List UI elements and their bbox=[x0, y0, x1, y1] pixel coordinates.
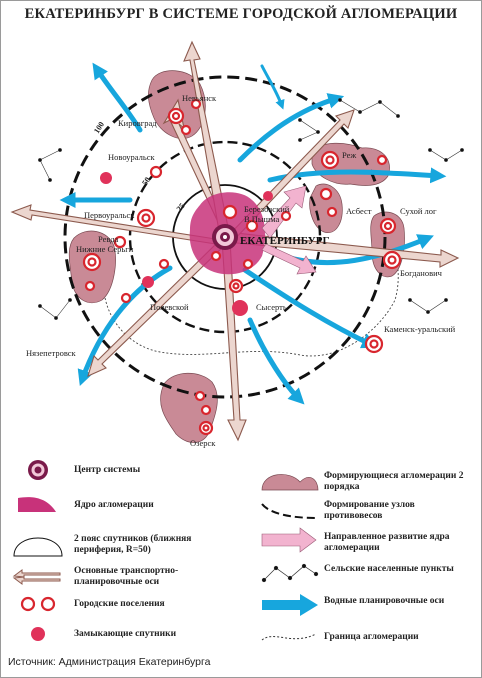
label-ekaterinburg: ЕКАТЕРИНБУРГ bbox=[240, 235, 329, 247]
label-kirovgrad: Кировград bbox=[118, 118, 157, 128]
label-polevskoy: Полевской bbox=[150, 302, 189, 312]
closing-satellites bbox=[100, 172, 273, 316]
legend-symbol-towns bbox=[20, 596, 56, 612]
label-nizhnie-sergi: Нижние Серьги bbox=[76, 244, 134, 254]
legend-text-belt: 2 пояс спутников (ближняя периферия, R=5… bbox=[74, 534, 192, 555]
legend-text-water: Водные планировочные оси bbox=[324, 596, 445, 606]
legend-symbol-closing bbox=[31, 627, 45, 641]
ring-label-50: 50 bbox=[140, 175, 152, 187]
legend-text-forming: Формирующиеся агломерации 2 порядка bbox=[324, 471, 464, 492]
legend-text-core: Ядро агломерации bbox=[74, 500, 154, 510]
label-verkhnyaya-pyshma: В.Пышма bbox=[244, 214, 280, 224]
label-nyazepetrovsk: Нязепетровск bbox=[26, 348, 77, 358]
label-revda: Ревда bbox=[98, 234, 119, 244]
legend-symbol-belt bbox=[13, 537, 63, 557]
legend-symbol-direction bbox=[261, 527, 317, 553]
rural-settlements bbox=[38, 98, 464, 320]
label-bogdanovich: Богданович bbox=[400, 268, 443, 278]
legend-text-center: Центр системы bbox=[74, 465, 141, 475]
legend-symbol-counterweights bbox=[261, 503, 317, 519]
legend-symbol-border bbox=[261, 633, 317, 641]
legend-text-towns: Городские поселения bbox=[74, 599, 165, 609]
ring-label-25: 25 bbox=[175, 201, 187, 213]
label-sysert: Сысерть bbox=[256, 302, 287, 312]
label-pervouralsk: Первоуральск bbox=[84, 210, 135, 220]
legend-text-counterweights: Формирование узлов противовесов bbox=[324, 500, 415, 521]
label-asbest: Асбест bbox=[346, 206, 372, 216]
agglomeration-border bbox=[103, 219, 399, 357]
label-novouralsk: Новоуральск bbox=[108, 152, 156, 162]
label-sukhoi-log: Сухой лог bbox=[400, 206, 437, 216]
legend-symbol-axes bbox=[12, 569, 61, 585]
legend-text-direction: Направленное развитие ядра агломерации bbox=[324, 532, 450, 553]
label-rezh: Реж bbox=[342, 150, 356, 160]
legend-text-border: Граница агломерации bbox=[324, 632, 419, 642]
label-beryozovsky: Березовский bbox=[244, 204, 290, 214]
core-direction-arrow-2 bbox=[261, 243, 317, 275]
town-settlements bbox=[82, 98, 402, 436]
label-nevyansk: Невьянск bbox=[182, 93, 217, 103]
legend-text-rural: Сельские населенные пункты bbox=[324, 564, 454, 574]
legend-symbol-core bbox=[18, 497, 56, 512]
source-caption: Источник: Администрация Екатеринбурга bbox=[8, 656, 211, 668]
legend-symbol-rural bbox=[261, 563, 319, 583]
system-center bbox=[212, 224, 238, 250]
label-kamensk-uralsky: Каменск-уральский bbox=[384, 324, 456, 334]
legend-text-axes: Основные транспортно-планировочные оси bbox=[74, 566, 179, 587]
legend-text-closing: Замыкающие спутники bbox=[74, 629, 177, 639]
label-ozersk: Озерск bbox=[190, 438, 216, 448]
map-title: ЕКАТЕРИНБУРГ В СИСТЕМЕ ГОРОДСКОЙ АГЛОМЕР… bbox=[24, 6, 458, 22]
legend-symbol-forming bbox=[261, 474, 319, 491]
legend-symbol-center bbox=[28, 460, 48, 480]
legend-symbol-water bbox=[262, 594, 318, 616]
